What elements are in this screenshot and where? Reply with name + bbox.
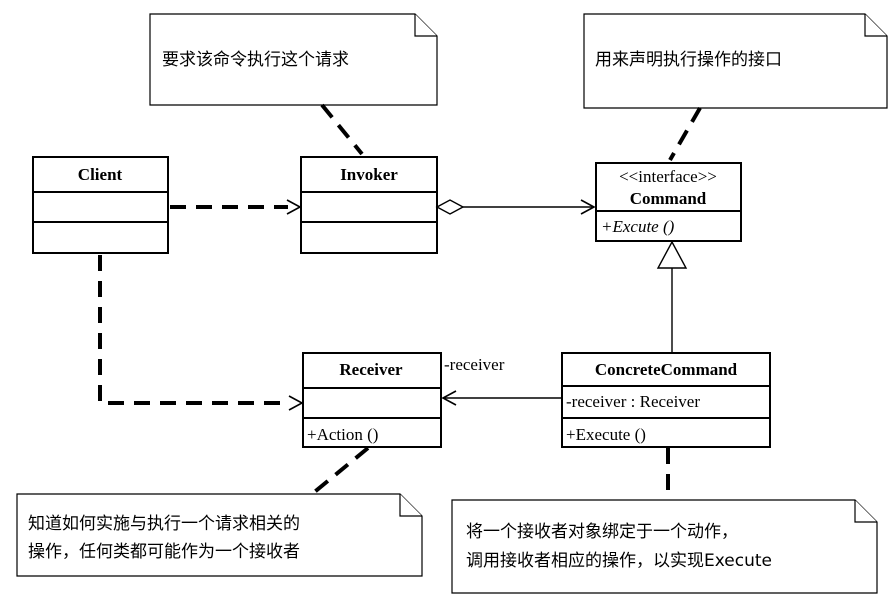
- invoker-command-aggregation: [435, 199, 596, 215]
- class-client[interactable]: Client: [32, 156, 169, 254]
- class-receiver[interactable]: Receiver +Action (): [302, 352, 442, 448]
- receiver-method: +Action (): [307, 425, 378, 444]
- concrete-receiver-association: -receiver: [441, 355, 562, 406]
- concrete-command-generalization: [656, 240, 688, 353]
- invoker-note-text: 要求该命令执行这个请求: [162, 50, 349, 70]
- receiver-class-name: Receiver: [339, 360, 403, 379]
- command-class-name: Command: [630, 189, 707, 208]
- concrete-command-method: +Execute (): [566, 425, 646, 444]
- invoker-class-name: Invoker: [340, 165, 398, 184]
- class-concrete-command[interactable]: ConcreteCommand -receiver : Receiver +Ex…: [561, 352, 771, 448]
- client-receiver-dependency: [98, 255, 304, 411]
- invoker-note: 要求该命令执行这个请求: [149, 13, 438, 106]
- invoker-note-anchor: [320, 103, 364, 156]
- receiver-note: 知道如何实施与执行一个请求相关的 操作，任何类都可能作为一个接收者: [16, 493, 423, 577]
- command-note: 用来声明执行操作的接口: [583, 13, 888, 109]
- class-command[interactable]: <<interface>> Command +Excute (): [595, 162, 742, 242]
- command-method: +Excute (): [601, 217, 675, 236]
- generalization-triangle: [656, 240, 688, 269]
- concrete-command-class-name: ConcreteCommand: [595, 360, 738, 379]
- command-note-anchor: [668, 107, 702, 161]
- client-class-name: Client: [78, 165, 123, 184]
- receiver-note-anchor: [310, 446, 370, 496]
- concrete-note-line-1: 将一个接收者对象绑定于一个动作，: [466, 522, 738, 542]
- association-receiver-label: -receiver: [444, 355, 505, 374]
- client-invoker-dependency: [170, 199, 302, 215]
- receiver-note-line-1: 知道如何实施与执行一个请求相关的: [28, 514, 300, 534]
- aggregation-diamond: [435, 199, 465, 215]
- concrete-command-attribute: -receiver : Receiver: [566, 392, 700, 411]
- receiver-note-line-2: 操作，任何类都可能作为一个接收者: [28, 542, 300, 562]
- command-note-text: 用来声明执行操作的接口: [595, 50, 782, 70]
- concrete-note-line-2: 调用接收者相应的操作，以实现Execute: [466, 551, 772, 571]
- command-stereotype: <<interface>>: [619, 167, 717, 186]
- concrete-command-note: 将一个接收者对象绑定于一个动作， 调用接收者相应的操作，以实现Execute: [451, 499, 878, 594]
- class-invoker[interactable]: Invoker: [300, 156, 438, 254]
